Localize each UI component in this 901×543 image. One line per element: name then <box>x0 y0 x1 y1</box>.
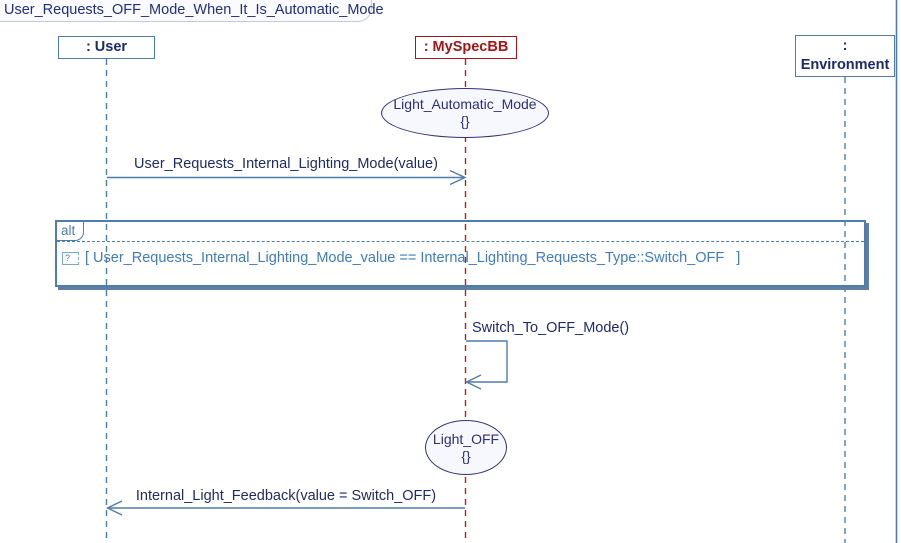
fragment-guard-row[interactable]: ? [ User_Requests_Internal_Lighting_Mode… <box>62 250 740 266</box>
message-request-arrowhead[interactable] <box>449 169 467 186</box>
condition-mark-light-automatic-mode[interactable]: Light_Automatic_Mode {} <box>381 88 549 138</box>
condition-mark-light-off[interactable]: Light_OFF {} <box>425 420 507 475</box>
lifeline-head-user[interactable]: : User <box>58 36 155 59</box>
message-feedback-arrowhead[interactable] <box>105 500 123 516</box>
alt-combined-fragment[interactable]: alt ? [ User_Requests_Internal_Lighting_… <box>55 220 866 287</box>
message-request-label[interactable]: User_Requests_Internal_Lighting_Mode(val… <box>134 156 438 172</box>
message-self-call-label[interactable]: Switch_To_OFF_Mode() <box>472 320 630 336</box>
guard-condition-text: [ User_Requests_Internal_Lighting_Mode_v… <box>85 250 741 266</box>
lifeline-head-myspecbb[interactable]: : MySpecBB <box>415 36 517 59</box>
message-self-call-line[interactable] <box>466 340 508 383</box>
lifeline-head-user-label: : User <box>85 39 128 55</box>
condition-mark-name: Light_OFF <box>432 430 500 447</box>
message-self-call-arrowhead[interactable] <box>464 374 482 390</box>
guard-condition-icon: ? <box>62 251 79 265</box>
fragment-operator-tab[interactable]: alt <box>57 222 84 241</box>
diagram-title-tab[interactable]: User_Requests_OFF_Mode_When_It_Is_Automa… <box>0 0 384 22</box>
lifeline-head-environment-colon: : <box>842 38 848 54</box>
condition-mark-name: Light_Automatic_Mode <box>393 96 537 112</box>
lifeline-head-environment-label: Environment <box>800 57 890 73</box>
lifeline-head-environment[interactable]: : Environment <box>795 35 895 77</box>
lifeline-head-myspecbb-label: : MySpecBB <box>423 39 509 55</box>
message-feedback-label[interactable]: Internal_Light_Feedback(value = Switch_O… <box>135 488 437 504</box>
condition-mark-body: {} <box>460 113 470 129</box>
diagram-title: User_Requests_OFF_Mode_When_It_Is_Automa… <box>4 2 384 18</box>
condition-mark-body: {} <box>461 447 471 464</box>
fragment-operand-separator <box>57 241 864 242</box>
